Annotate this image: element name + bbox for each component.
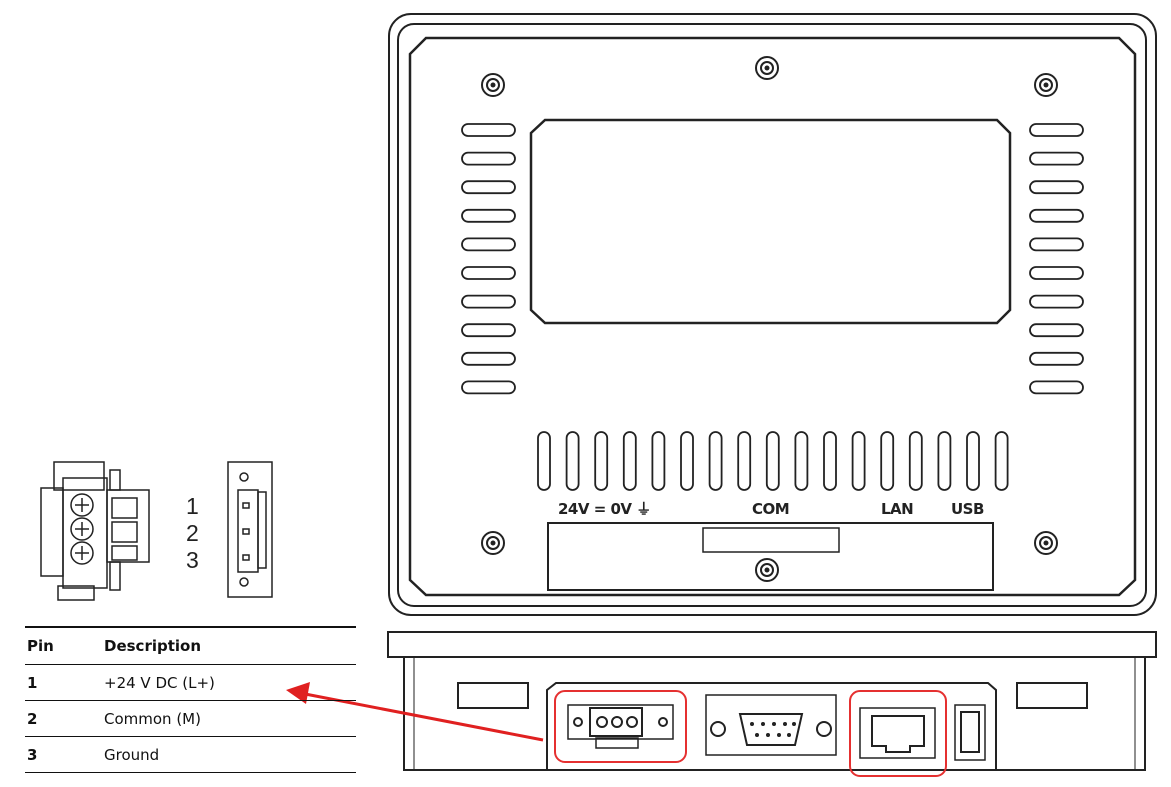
power-highlight-box [554, 690, 687, 763]
table-row: 1 +24 V DC (L+) [25, 664, 356, 701]
terminal-block-front-view [227, 461, 273, 598]
vent-slot [594, 431, 609, 491]
vent-slot [461, 151, 516, 166]
screws [481, 56, 1058, 582]
vent-slot [1029, 294, 1084, 309]
vent-slot [708, 431, 723, 491]
table-row: 3 Ground [25, 736, 356, 773]
screw-icon [481, 531, 505, 555]
vent-slot [737, 431, 752, 491]
connector-recess [547, 522, 994, 591]
screw-icon [1034, 531, 1058, 555]
vent-slot [1029, 380, 1084, 395]
com-connector [705, 694, 837, 756]
usb-label: USB [951, 500, 984, 518]
com-label: COM [752, 500, 789, 518]
vent-slot [622, 431, 637, 491]
power-connector [567, 704, 674, 740]
pin-number-2: 2 [186, 520, 199, 546]
vent-slot [680, 431, 694, 491]
vent-slot [994, 431, 1009, 491]
pin-cell: 1 [25, 664, 102, 701]
vent-slot [1029, 237, 1084, 252]
vent-slot [937, 431, 952, 491]
usb-port [954, 704, 986, 761]
vent-slot [461, 351, 516, 366]
vent-slots [461, 123, 1084, 491]
vent-slot [1029, 351, 1084, 366]
table-row: 2 Common (M) [25, 700, 356, 737]
pin-cell: 2 [25, 700, 102, 737]
screw-icon [481, 73, 505, 97]
vent-slot [880, 431, 895, 491]
lan-port [859, 707, 936, 759]
header-pin: Pin [25, 626, 102, 665]
vent-slot [1029, 123, 1084, 137]
vent-slot [966, 431, 980, 491]
vent-slot [461, 380, 516, 395]
vent-slot [1029, 323, 1084, 338]
vent-slot [461, 237, 516, 252]
vent-slot [537, 431, 551, 491]
vent-slot [823, 431, 837, 491]
vent-slot [461, 323, 516, 338]
vent-slot [765, 431, 780, 491]
vent-slot [1029, 180, 1084, 195]
lan-label: LAN [881, 500, 913, 518]
vent-slot [651, 431, 666, 491]
vent-slot [851, 431, 866, 491]
back-panel-outline [388, 13, 1157, 616]
pin-number-1: 1 [186, 493, 199, 519]
pin-description-table: Pin Description 1 +24 V DC (L+) 2 Common… [25, 626, 356, 773]
vent-slot [908, 431, 923, 491]
vent-slot [461, 294, 516, 309]
header-description: Description [102, 626, 356, 665]
description-cell: Ground [102, 736, 356, 773]
vent-slot [565, 431, 580, 491]
description-cell: Common (M) [102, 700, 356, 737]
vent-slot [461, 123, 516, 137]
screw-icon [755, 558, 779, 582]
vent-slot [461, 266, 516, 280]
pin-number-3: 3 [186, 547, 199, 573]
description-cell: +24 V DC (L+) [102, 664, 356, 701]
back-panel-inner [408, 36, 1137, 597]
screw-icon [755, 56, 779, 80]
screw-icon [1034, 73, 1058, 97]
vent-slot [461, 208, 516, 223]
power-label: 24V = 0V ⏚ [558, 500, 651, 518]
vent-slot [1029, 266, 1084, 280]
vent-slot [1029, 151, 1084, 166]
pin-cell: 3 [25, 736, 102, 773]
terminal-block-side-view [40, 461, 150, 601]
vent-slot [1029, 208, 1084, 223]
lan-highlight-box [849, 690, 947, 777]
display-recess [529, 118, 1012, 325]
bottom-view [387, 631, 1157, 771]
table-header-row: Pin Description [25, 626, 356, 665]
vent-slot [794, 431, 809, 491]
vent-slot [461, 180, 516, 195]
